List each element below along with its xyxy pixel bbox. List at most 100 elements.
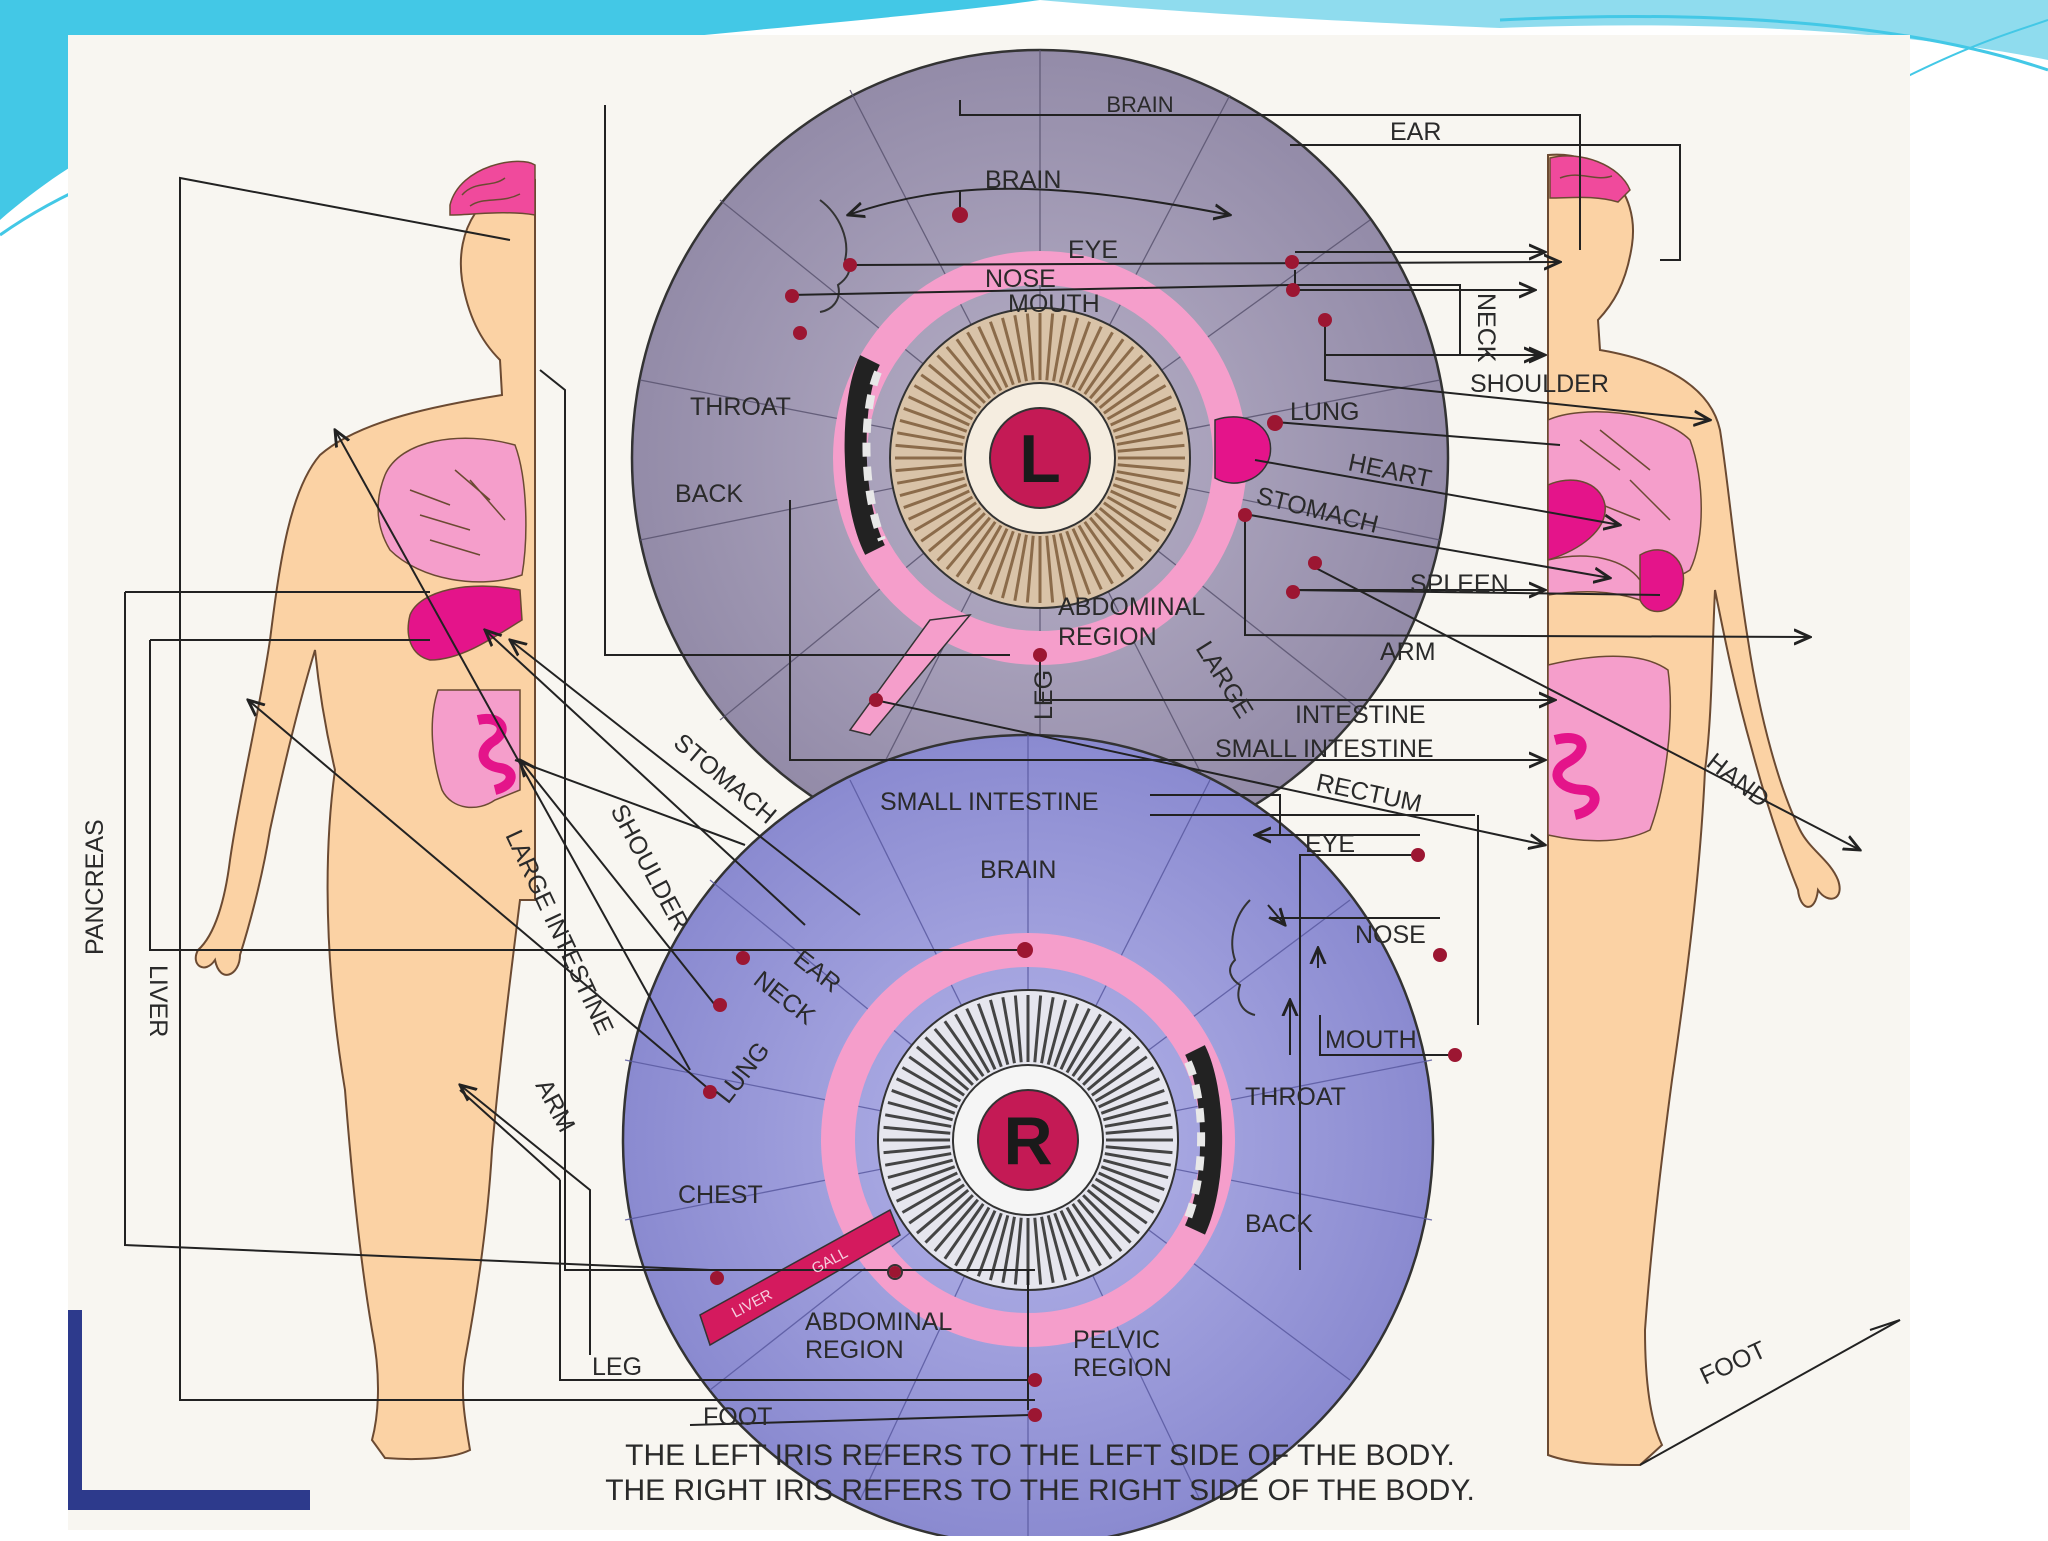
pupil-fibre <box>976 1212 1003 1277</box>
pupil-fibre <box>883 1145 951 1155</box>
pupil-fibre <box>1052 534 1067 602</box>
pupil-fibre <box>1104 1113 1172 1128</box>
label-right-brain: BRAIN <box>980 856 1056 884</box>
pupil-fibre <box>903 406 968 433</box>
pupil-fibre <box>887 1101 954 1122</box>
label-left-nose: NOSE <box>985 265 1056 293</box>
pupil-fibre <box>1112 406 1177 433</box>
pupil-fibre <box>1059 1007 1091 1070</box>
pupil-fibre <box>895 443 963 453</box>
pupil-fibre <box>955 521 997 578</box>
label-right-throat: THROAT <box>1245 1083 1346 1111</box>
region-dots <box>703 207 1462 1422</box>
pupil-fibre <box>1076 1198 1123 1253</box>
pupil-fibre <box>1116 431 1184 446</box>
pupil-fibre <box>1094 1177 1155 1214</box>
pupil-fibre <box>1065 530 1092 595</box>
label-left-mouth: MOUTH <box>1008 290 1100 318</box>
corner-accent <box>68 1310 310 1510</box>
pupil-fibre <box>1091 1183 1148 1225</box>
pupil-fibre <box>884 1152 952 1167</box>
pupil-fibre <box>945 345 992 400</box>
pupil-fibre <box>891 1088 956 1115</box>
pupil-fibre <box>1058 532 1079 599</box>
pupil-fibre <box>1112 483 1177 510</box>
pupil-fibre <box>989 999 1010 1066</box>
pupil-fibre <box>1114 476 1181 497</box>
label-right-pelvic-2: REGION <box>1073 1354 1172 1382</box>
pupil-fibre <box>1106 495 1167 532</box>
pupil-fibre <box>1076 1027 1123 1082</box>
pupil-fibre <box>915 1188 970 1235</box>
label-left-intestine: INTESTINE <box>1295 701 1426 729</box>
label-right-pelvic-1: PELVIC <box>1073 1326 1160 1354</box>
pupil-fibre <box>954 1206 991 1267</box>
pupil-fibre <box>933 1027 980 1082</box>
right-pupil-letter: R <box>1003 1103 1052 1179</box>
pupil-fibre <box>920 373 977 415</box>
pupil-fibre <box>1001 996 1016 1064</box>
label-right-back: BACK <box>1245 1210 1313 1238</box>
left-iris: L <box>630 48 1450 868</box>
pupil-fibre <box>907 489 970 521</box>
pupil-fibre <box>1013 314 1028 382</box>
pupil-fibre <box>1058 317 1079 384</box>
pupil-fibre <box>1094 354 1144 404</box>
pupil-fibre <box>965 1007 997 1070</box>
connector-lines <box>124 100 1901 1466</box>
label-brain-top: BRAIN <box>1106 92 1173 117</box>
pupil-fibre <box>1105 1125 1173 1135</box>
pupil-fibre <box>936 512 986 562</box>
left-pupil-letter: L <box>1019 421 1061 497</box>
pupil-fibre <box>943 1203 985 1260</box>
pupil-fibre <box>1025 535 1035 603</box>
label-left-ear: EAR <box>1390 118 1441 146</box>
pupil-fibre <box>1083 338 1125 395</box>
pupil-fibre <box>1052 314 1067 382</box>
pupil-fibre <box>1086 1045 1141 1092</box>
label-left-leg: LEG <box>1030 670 1058 720</box>
pupil-fibre <box>1106 384 1167 421</box>
pupil-fibre <box>943 1020 985 1077</box>
pupil-fibre <box>1077 331 1114 392</box>
label-right-leg: LEG <box>592 1353 642 1381</box>
pupil-fibre <box>899 419 966 440</box>
caption-line-2: THE RIGHT IRIS REFERS TO THE RIGHT SIDE … <box>605 1474 1475 1507</box>
label-left-eye: EYE <box>1068 236 1118 264</box>
pupil-fibre <box>908 1055 965 1097</box>
pupil-fibre <box>977 325 1009 388</box>
pupil-fibre <box>988 321 1015 386</box>
pupil-fibre <box>887 1158 954 1179</box>
pupil-fibre <box>891 1165 956 1192</box>
pupil-fibre <box>913 495 974 532</box>
pupil-fibre <box>1098 506 1153 553</box>
pupil-fibre <box>988 530 1015 595</box>
pupil-fibre <box>1116 470 1184 485</box>
pupil-fibre <box>936 354 986 404</box>
label-right-abdominal-2: REGION <box>805 1336 904 1364</box>
label-pancreas: PANCREAS <box>81 819 109 955</box>
label-left-abdominal-1: ABDOMINAL <box>1058 593 1205 621</box>
pupil-fibre <box>896 431 964 446</box>
pupil-fibre <box>965 1210 997 1273</box>
pupil-fibre <box>1025 313 1035 381</box>
pupil-fibre <box>945 516 992 571</box>
label-left-small-intestine: SMALL INTESTINE <box>1215 735 1434 763</box>
pupil-fibre <box>1098 1171 1161 1203</box>
pupil-fibre <box>1094 512 1144 562</box>
pupil-fibre <box>907 395 970 427</box>
pupil-fibre <box>1046 1214 1067 1281</box>
label-left-lung: LUNG <box>1290 398 1359 426</box>
pupil-fibre <box>955 338 997 395</box>
pupil-fibre <box>895 463 963 473</box>
pupil-fibre <box>1086 1188 1141 1235</box>
pupil-fibre <box>924 1194 974 1244</box>
pupil-fibre <box>903 483 968 510</box>
pupil-fibre <box>977 528 1009 591</box>
pupil-fibre <box>1098 363 1153 410</box>
label-right-foot: FOOT <box>703 1403 772 1431</box>
pupil-fibre <box>1065 1013 1102 1074</box>
pupil-fibre <box>1102 1158 1169 1179</box>
pupil-fibre <box>895 1171 958 1203</box>
